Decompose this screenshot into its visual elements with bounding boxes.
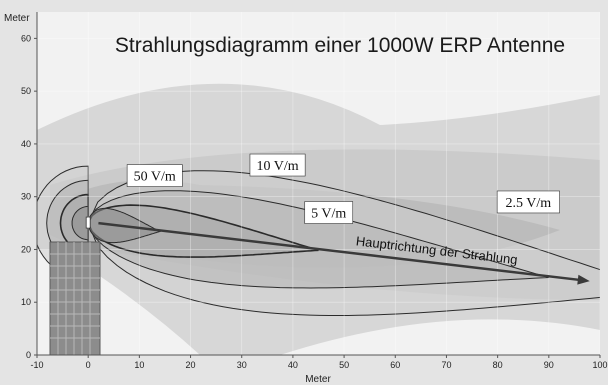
- plot-area: [37, 12, 600, 355]
- y-tick-label: 40: [21, 139, 31, 149]
- x-tick-label: 90: [544, 360, 554, 370]
- y-tick-label: 20: [21, 244, 31, 254]
- direction-arrow-head: [577, 274, 590, 285]
- x-ticks: -10 0 10 20 30 40 50 60 70 80 90 100: [30, 355, 608, 370]
- direction-arrow-line: [98, 221, 580, 282]
- contour-label-text: 10 V/m: [256, 159, 298, 174]
- y-tick-label: 50: [21, 86, 31, 96]
- chart-title: Strahlungsdiagramm einer 1000W ERP Anten…: [115, 34, 565, 57]
- contour-label: 10 V/m: [249, 153, 306, 177]
- contour-label: 5 V/m: [304, 201, 354, 224]
- grid-layer: [37, 12, 600, 355]
- x-axis-label: Meter: [305, 374, 331, 385]
- x-tick-label: 0: [86, 360, 91, 370]
- contour-label-text: 5 V/m: [311, 207, 346, 222]
- x-tick-label: -10: [30, 360, 43, 370]
- y-tick-label: 0: [26, 350, 31, 360]
- building-icon: [49, 241, 101, 356]
- y-tick-label: 30: [21, 192, 31, 202]
- x-tick-label: 50: [339, 360, 349, 370]
- x-tick-label: 40: [288, 360, 298, 370]
- contour-label-text: 2.5 V/m: [506, 196, 552, 211]
- x-tick-label: 80: [493, 360, 503, 370]
- y-axis-label: Meter: [4, 13, 30, 24]
- x-tick-label: 20: [186, 360, 196, 370]
- x-tick-label: 30: [237, 360, 247, 370]
- x-tick-label: 70: [441, 360, 451, 370]
- x-tick-label: 10: [134, 360, 144, 370]
- contour-label-text: 50 V/m: [134, 170, 176, 185]
- contour-labels: 50 V/m 10 V/m 5 V/m 2.5 V/m: [126, 153, 560, 224]
- y-tick-label: 10: [21, 297, 31, 307]
- x-tick-label: 100: [592, 360, 607, 370]
- y-ticks: 0 10 20 30 40 50 60: [21, 33, 37, 360]
- contour-label: 50 V/m: [126, 164, 183, 187]
- x-tick-label: 60: [390, 360, 400, 370]
- contour-label: 2.5 V/m: [496, 190, 560, 214]
- y-tick-label: 60: [21, 33, 31, 43]
